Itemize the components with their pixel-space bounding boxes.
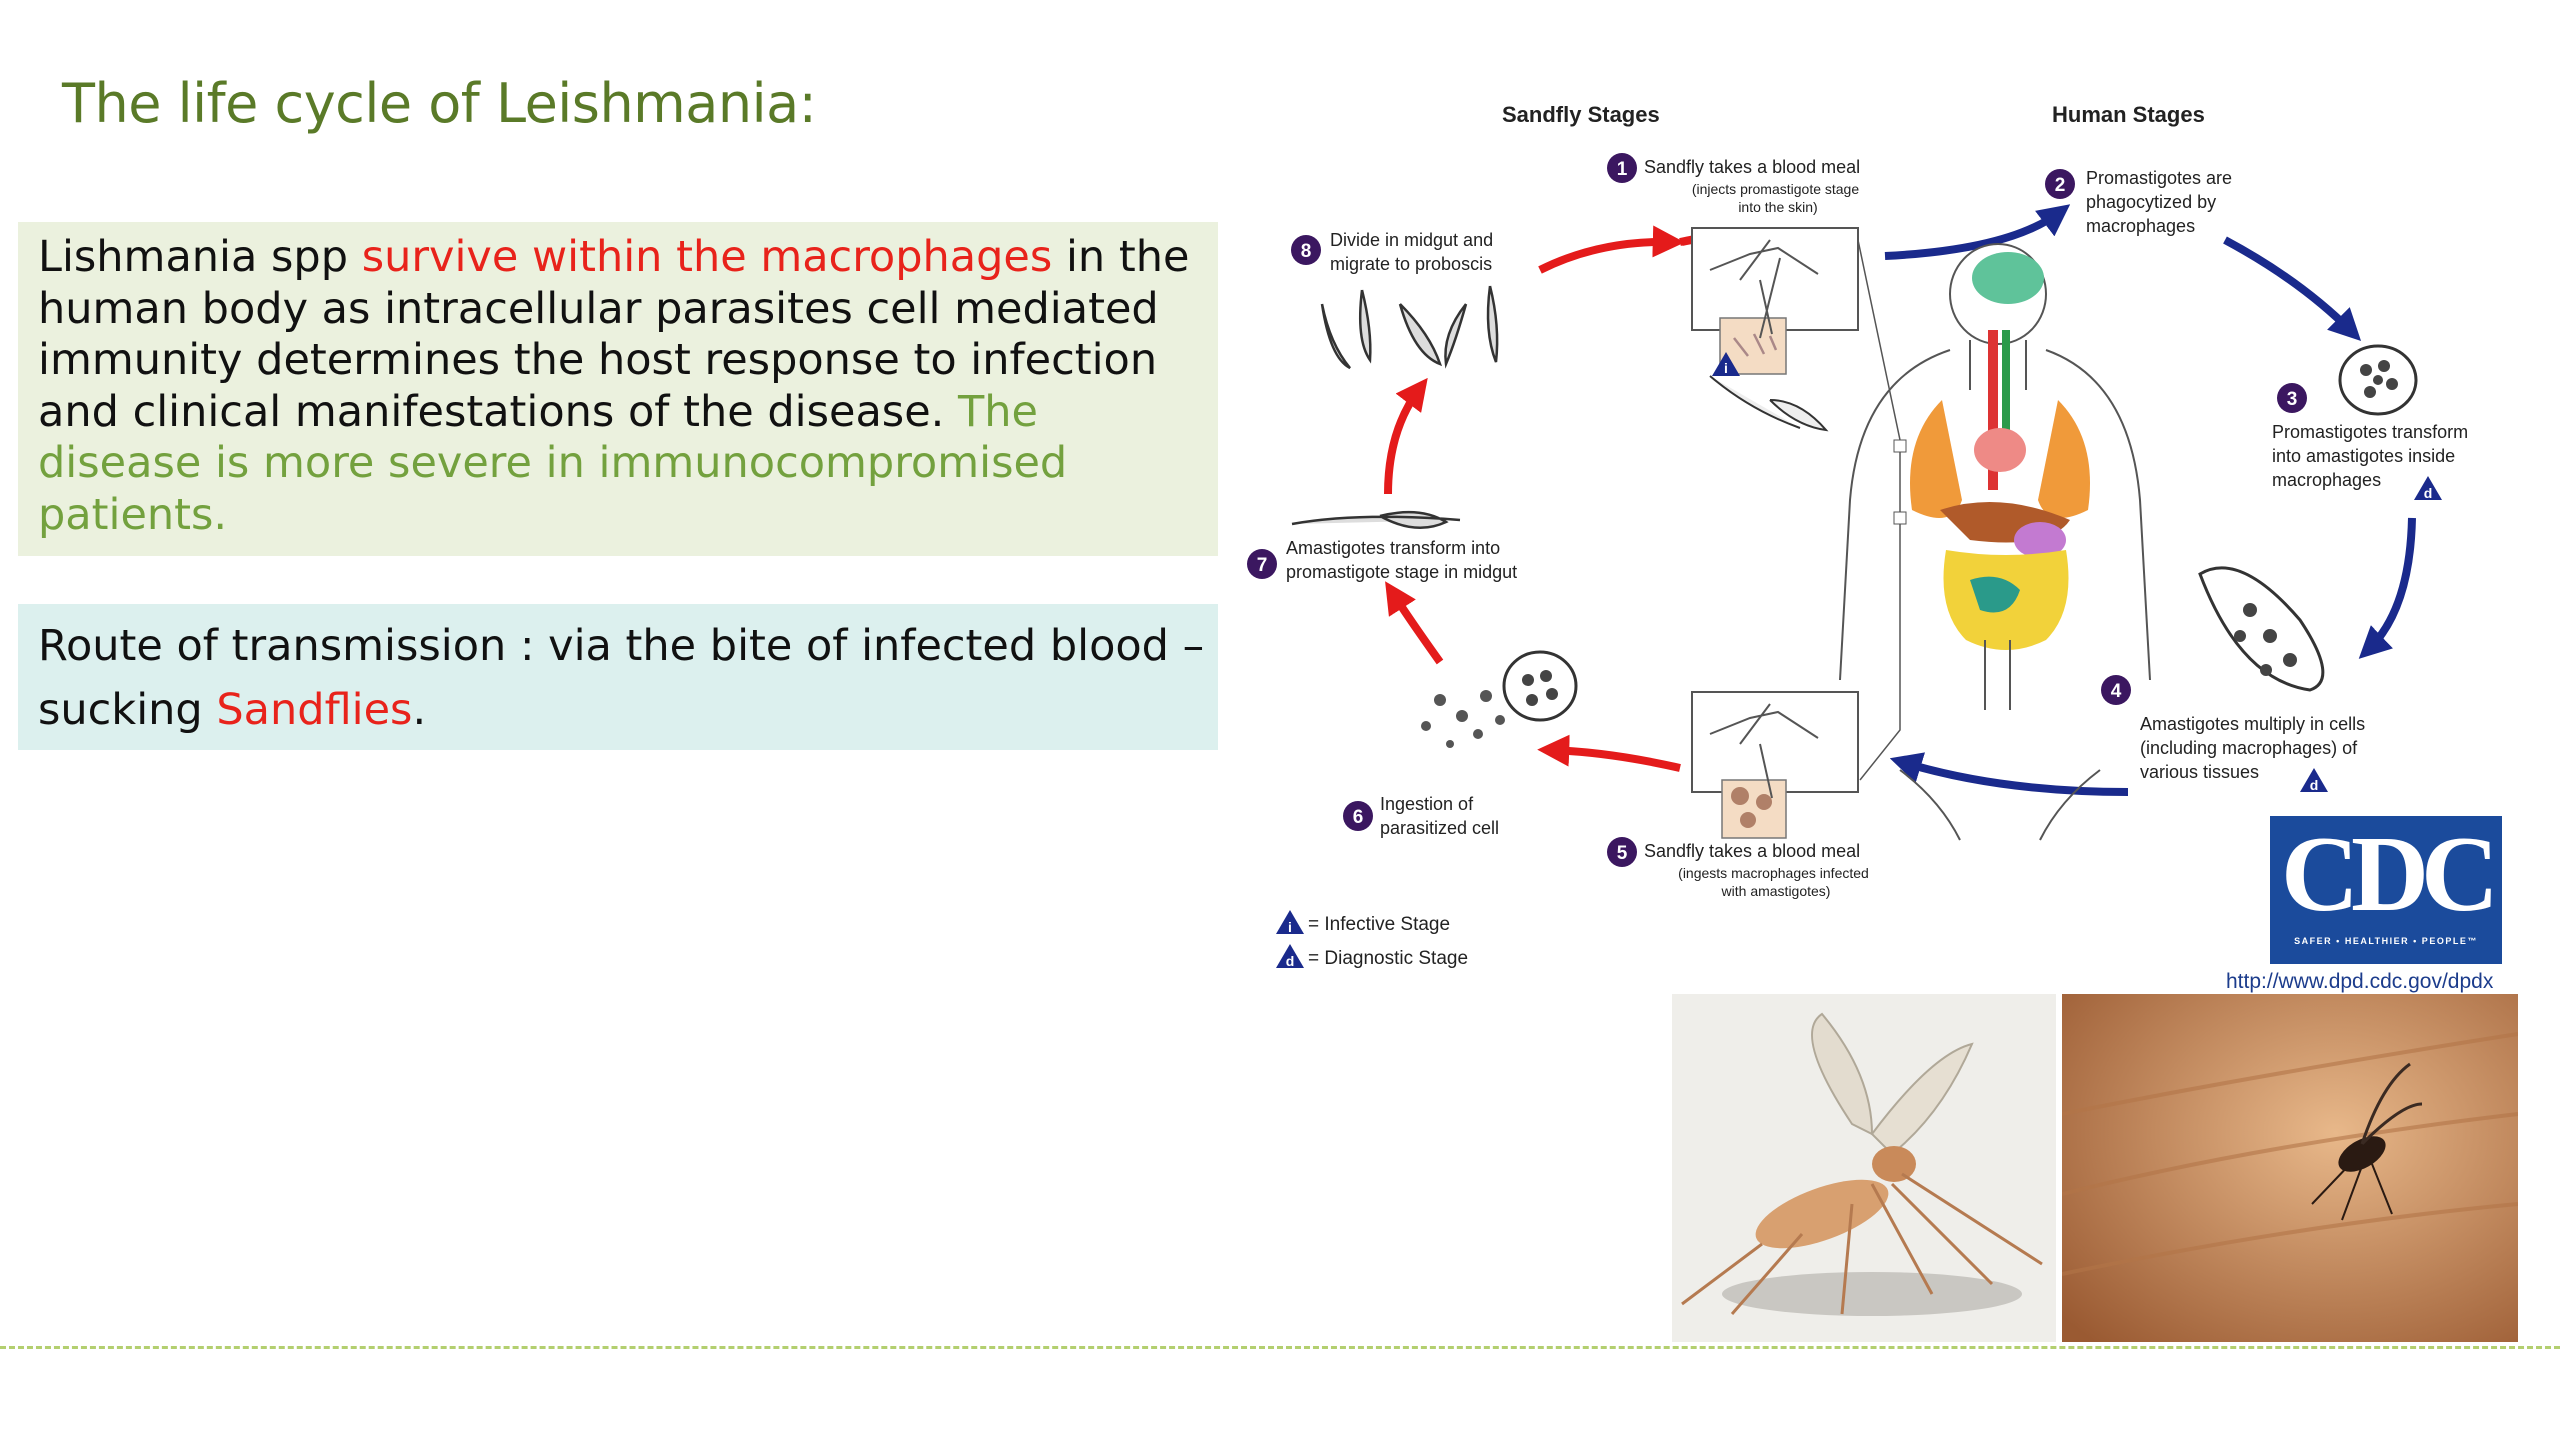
step-label-8: Divide in midgut and migrate to probosci…: [1330, 230, 1498, 274]
step-badge-8: 8: [1291, 235, 1321, 265]
arrow-8-1: [1538, 236, 1715, 274]
infected-cell-illustration: [2198, 566, 2325, 692]
cdc-tagline: SAFER • HEALTHIER • PEOPLE™: [2294, 936, 2478, 946]
svg-text:8: 8: [1301, 241, 1312, 262]
svg-text:1: 1: [1617, 159, 1628, 180]
transmission-part1: Route of transmission : via the bite of …: [38, 621, 1205, 735]
description-part1: Lishmania spp: [38, 232, 362, 282]
svg-text:= Diagnostic Stage: = Diagnostic Stage: [1308, 948, 1468, 969]
step-badge-4: 4: [2101, 675, 2131, 705]
step-badge-5: 5: [1607, 837, 1637, 867]
diagnostic-marker-4: d: [2300, 768, 2328, 793]
sandfly-bite-illustration-top: [1691, 227, 1859, 375]
svg-text:d: d: [2424, 485, 2433, 501]
svg-text:7: 7: [1257, 555, 1268, 576]
step-label-3: Promastigotes transform into amastigotes…: [2272, 422, 2473, 490]
step-label-4: Amastigotes multiply in cells (including…: [2140, 714, 2370, 782]
cdc-logo-text: CDC: [2281, 815, 2499, 934]
arrow-7-8: [1384, 377, 1428, 495]
step-badge-1: 1: [1607, 153, 1637, 183]
svg-text:3: 3: [2287, 389, 2298, 410]
sandfly-bite-illustration-bottom: [1691, 691, 1859, 839]
sandfly-stages-header: Sandfly Stages: [1502, 102, 1660, 127]
svg-text:6: 6: [1353, 807, 1364, 828]
cdc-logo: CDC SAFER • HEALTHIER • PEOPLE™: [2270, 816, 2502, 964]
promastigote-icon: [1709, 375, 1829, 432]
svg-text:d: d: [1286, 953, 1295, 969]
svg-text:i: i: [1288, 919, 1292, 935]
step-badge-6: 6: [1343, 801, 1373, 831]
description-text: Lishmania spp survive within the macroph…: [38, 232, 1213, 541]
svg-text:= Infective Stage: = Infective Stage: [1308, 914, 1450, 935]
connector-box-bottom: [1893, 511, 1907, 525]
sandfly-illustration-photo: [1672, 994, 2056, 1342]
dividing-promastigotes-illustration: [1320, 285, 1499, 370]
legend-infective: i = Infective Stage: [1276, 910, 1450, 935]
step-badge-3: 3: [2277, 383, 2307, 413]
life-cycle-diagram: Sandfly Stages Human Stages i: [1247, 102, 2473, 969]
arrow-2-3: [2223, 236, 2362, 342]
human-body-illustration: [1839, 243, 2151, 841]
step-label-6: Ingestion of parasitized cell: [1380, 794, 1499, 838]
connector-box-top: [1893, 439, 1907, 453]
midgut-promastigote-icon: [1291, 510, 1461, 529]
transmission-box: Route of transmission : via the bite of …: [18, 604, 1218, 750]
description-highlight-red: survive within the macrophages: [361, 232, 1053, 282]
ingested-cells-illustration: [1421, 650, 1578, 748]
step-label-7: Amastigotes transform into promastigote …: [1286, 538, 1517, 582]
cdc-url: http://www.dpd.cdc.gov/dpdx: [2226, 970, 2494, 993]
arrow-6-7: [1385, 581, 1444, 665]
footer-divider: [0, 1346, 2560, 1349]
arrow-5-6: [1537, 734, 1681, 772]
step-label-5: Sandfly takes a blood meal (ingests macr…: [1644, 841, 1874, 899]
arrow-3-4: [2358, 517, 2416, 659]
description-highlight-green: The disease is more severe in immunocomp…: [38, 386, 1068, 540]
sandfly-on-skin-photo: [2062, 994, 2518, 1342]
description-part3: in the human body as intracellular paras…: [38, 232, 1190, 437]
svg-text:5: 5: [1617, 843, 1628, 864]
step-label-2: Promastigotes are phagocytized by macrop…: [2086, 168, 2237, 236]
transmission-text: Route of transmission : via the bite of …: [38, 614, 1213, 742]
transmission-part3: .: [412, 685, 427, 735]
infective-stage-marker: [1712, 352, 1740, 376]
step-badge-2: 2: [2045, 169, 2075, 199]
arrow-1-2: [1884, 204, 2071, 260]
transmission-highlight-red: Sandflies: [216, 685, 413, 735]
description-box: Lishmania spp survive within the macroph…: [18, 222, 1218, 556]
svg-text:4: 4: [2111, 681, 2122, 702]
legend-diagnostic: d = Diagnostic Stage: [1276, 944, 1468, 969]
step-label-1: Sandfly takes a blood meal (injects prom…: [1644, 157, 1865, 215]
step-badge-7: 7: [1247, 549, 1277, 579]
diagnostic-marker-3: d: [2414, 476, 2442, 501]
arrow-4-5: [1889, 752, 2129, 796]
svg-text:d: d: [2310, 777, 2319, 793]
slide-title: The life cycle of Leishmania:: [62, 72, 817, 135]
macrophage-illustration: [2338, 344, 2418, 416]
svg-text:2: 2: [2055, 175, 2066, 196]
connector-lines: [1857, 239, 1901, 781]
infective-marker-letter: i: [1724, 360, 1728, 376]
human-stages-header: Human Stages: [2052, 102, 2205, 127]
